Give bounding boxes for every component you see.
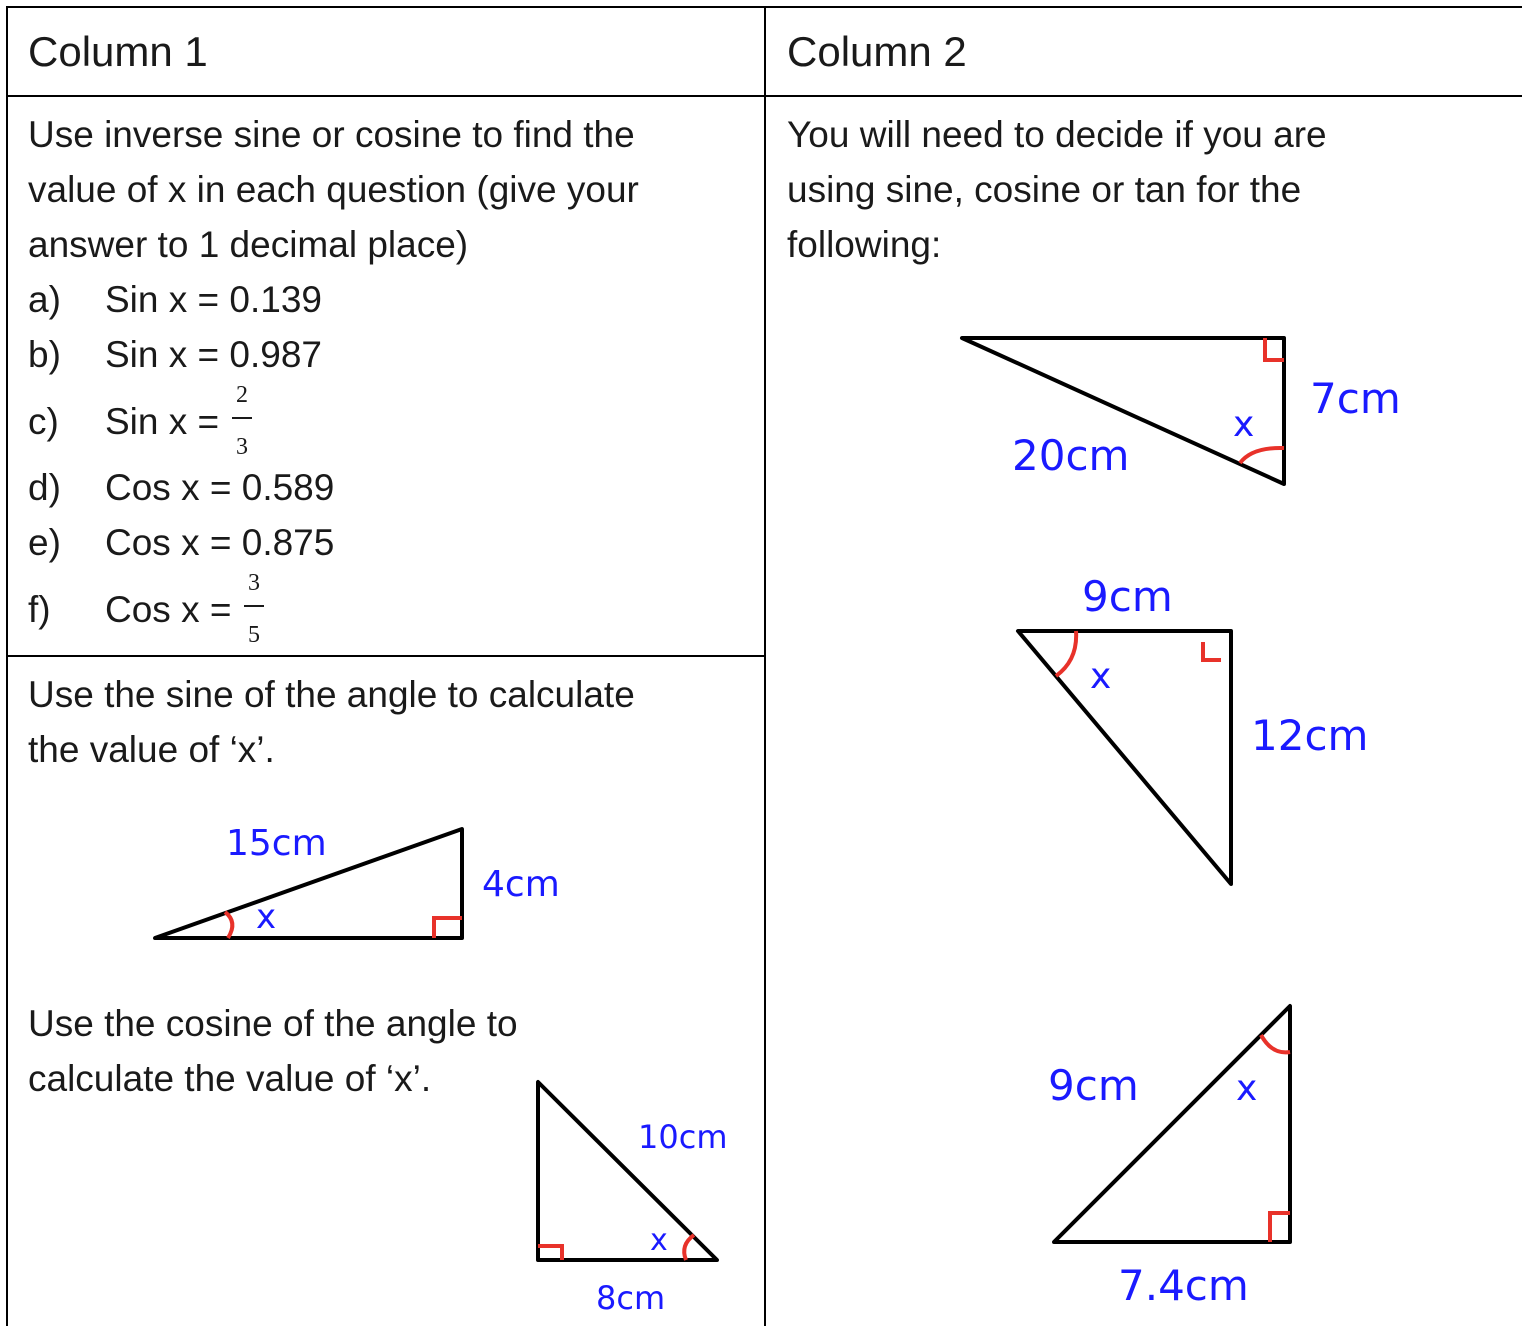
fraction-c-bar (232, 417, 252, 419)
col2-instructions-line-2: using sine, cosine or tan for the (787, 169, 1302, 210)
cosine-triangle-adjacent-label: 8cm (596, 1279, 665, 1317)
cosine-triangle-angle-arc (682, 1233, 696, 1261)
col2-triangle-2-angle-label: x (1090, 656, 1111, 697)
question-letter-d: d) (28, 467, 61, 508)
col2-triangle-2-right-angle-marker (1201, 642, 1221, 662)
fraction-f-bar (244, 605, 264, 607)
col2-triangle-2-top-label: 9cm (1082, 572, 1173, 621)
question-expr-e: Cos x = 0.875 (105, 522, 335, 563)
cosine-triangle-right-angle-marker (538, 1244, 564, 1260)
col2-triangle-2-side-label: 12cm (1251, 711, 1368, 760)
column-2-header: Column 2 (787, 28, 967, 75)
sine-instruction-line-2: the value of ‘x’. (28, 729, 275, 770)
cosine-instruction-line-2: calculate the value of ‘x’. (28, 1058, 432, 1099)
fraction-c-denominator: 3 (236, 434, 248, 460)
sine-instruction-line-1: Use the sine of the angle to calculate (28, 674, 635, 715)
question-expr-b: Sin x = 0.987 (105, 334, 323, 375)
col2-triangle-2-angle-arc (1054, 630, 1079, 678)
sine-triangle-shape (153, 827, 464, 940)
cosine-triangle-shape (536, 1080, 719, 1262)
col2-triangle-1-side-label: 7cm (1310, 374, 1401, 423)
question-expr-d: Cos x = 0.589 (105, 467, 335, 508)
question-letter-f: f) (28, 589, 51, 630)
col2-triangle-3-shape (1052, 1004, 1292, 1244)
question-expr-a: Sin x = 0.139 (105, 279, 323, 320)
question-letter-c: c) (28, 401, 59, 442)
sine-triangle-angle-arc (223, 910, 235, 940)
col2-triangle-3: x 9cm 7.4cm (1048, 1004, 1292, 1310)
sine-triangle-opposite-label: 4cm (482, 864, 560, 905)
cosine-triangle-angle-label: x (650, 1223, 668, 1258)
cosine-triangle-hypotenuse-label: 10cm (638, 1118, 727, 1156)
col1-instructions-line-1: Use inverse sine or cosine to find the (28, 114, 635, 155)
col2-triangle-1-angle-arc (1238, 445, 1285, 465)
col2-triangle-3-base-label: 7.4cm (1118, 1261, 1249, 1310)
sine-triangle-hypotenuse-label: 15cm (226, 823, 327, 864)
col2-triangle-2-shape (1016, 629, 1233, 886)
question-expr-f: Cos x = (105, 589, 232, 630)
col2-triangle-3-right-angle-marker (1268, 1211, 1290, 1242)
col2-triangle-3-angle-arc (1259, 1033, 1291, 1055)
question-letter-a: a) (28, 279, 61, 320)
col2-instructions-line-3: following: (787, 224, 942, 265)
col2-triangle-1-hypotenuse-label: 20cm (1012, 431, 1129, 480)
question-expr-c: Sin x = (105, 401, 220, 442)
col2-triangle-1-right-angle-marker (1263, 338, 1284, 362)
sine-triangle: x 15cm 4cm (153, 823, 560, 940)
fraction-c-numerator: 2 (236, 382, 248, 408)
column-1-header: Column 1 (28, 28, 208, 75)
question-letter-b: b) (28, 334, 61, 375)
fraction-f-numerator: 3 (248, 570, 260, 596)
cosine-triangle: x 10cm 8cm (536, 1080, 727, 1317)
col2-triangle-2: x 9cm 12cm (1016, 572, 1368, 886)
col2-triangle-3-angle-label: x (1236, 1068, 1257, 1109)
col2-triangle-3-hypotenuse-label: 9cm (1048, 1061, 1139, 1110)
col2-triangle-1-angle-label: x (1233, 404, 1254, 445)
col2-instructions-line-1: You will need to decide if you are (787, 114, 1327, 155)
col1-instructions-line-2: value of x in each question (give your (28, 169, 639, 210)
sine-triangle-right-angle-marker (432, 916, 462, 938)
fraction-f-denominator: 5 (248, 622, 260, 648)
sine-triangle-angle-label: x (256, 897, 276, 937)
cosine-instruction-line-1: Use the cosine of the angle to (28, 1003, 518, 1044)
col2-triangle-1-shape (960, 336, 1286, 486)
col2-triangle-1: x 20cm 7cm (960, 336, 1401, 486)
question-letter-e: e) (28, 522, 61, 563)
col1-instructions-line-3: answer to 1 decimal place) (28, 224, 469, 265)
